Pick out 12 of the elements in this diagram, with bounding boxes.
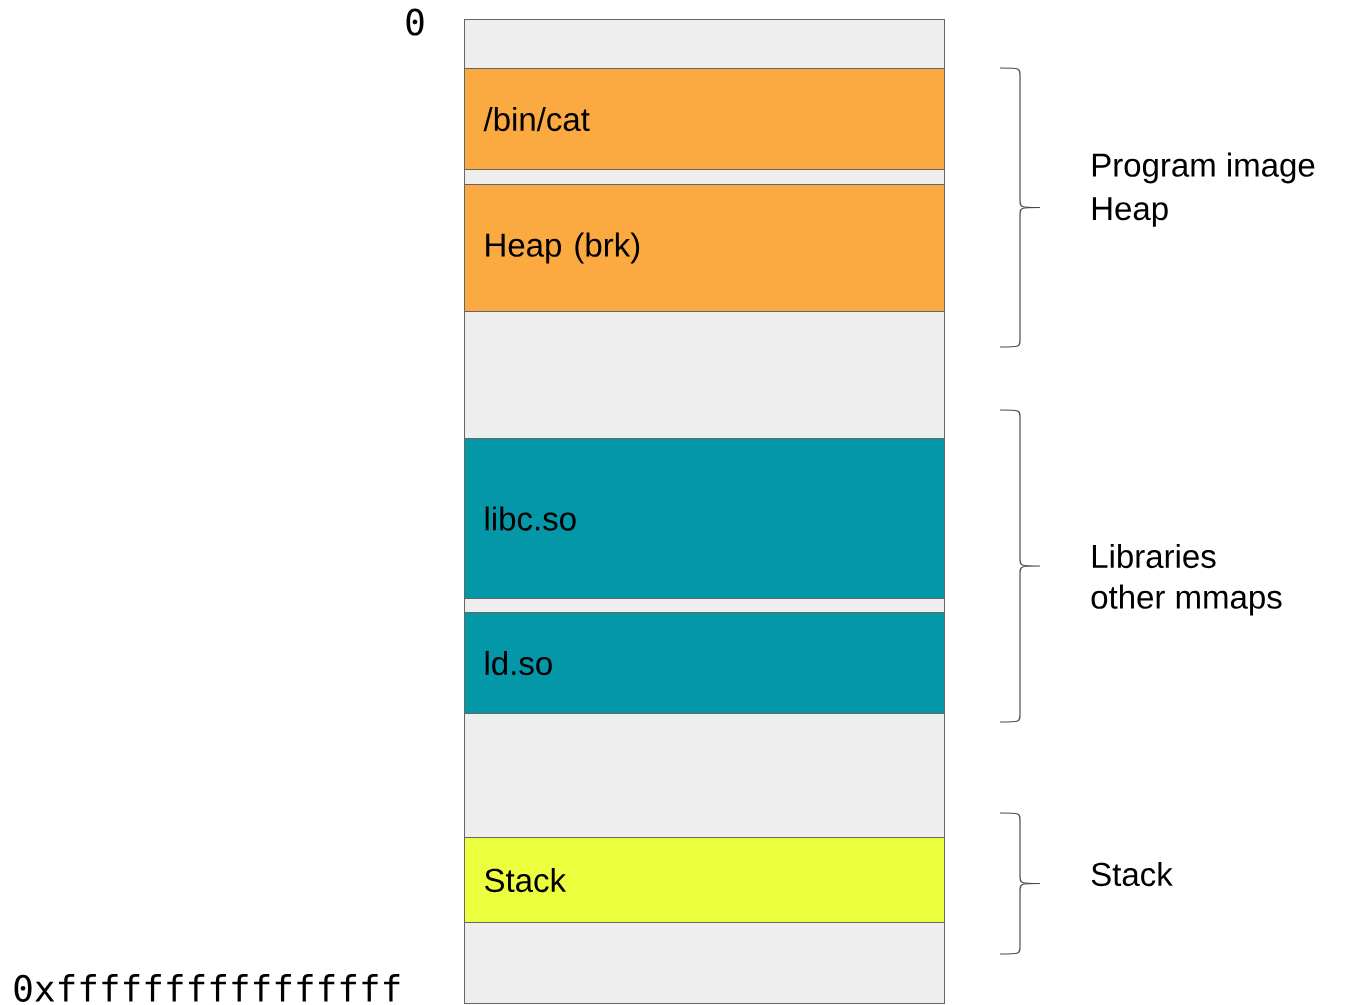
memory-segment: ld.so xyxy=(464,612,945,714)
memory-segment: Stack xyxy=(464,837,945,923)
memory-segment: libc.so xyxy=(464,438,945,599)
region-label: Program image xyxy=(1092,152,1315,184)
region-label: Stack xyxy=(1091,861,1173,887)
region-label: Heap xyxy=(1092,197,1168,227)
address-label: 0xffffffffffffffff xyxy=(14,974,400,1002)
region-label: other mmaps xyxy=(1091,584,1282,616)
address-label: 0 xyxy=(406,8,424,36)
region-label: Libraries xyxy=(1092,543,1216,569)
memory-segment: Heap (brk) xyxy=(464,184,945,312)
memory-segment: /bin/cat xyxy=(464,68,945,170)
